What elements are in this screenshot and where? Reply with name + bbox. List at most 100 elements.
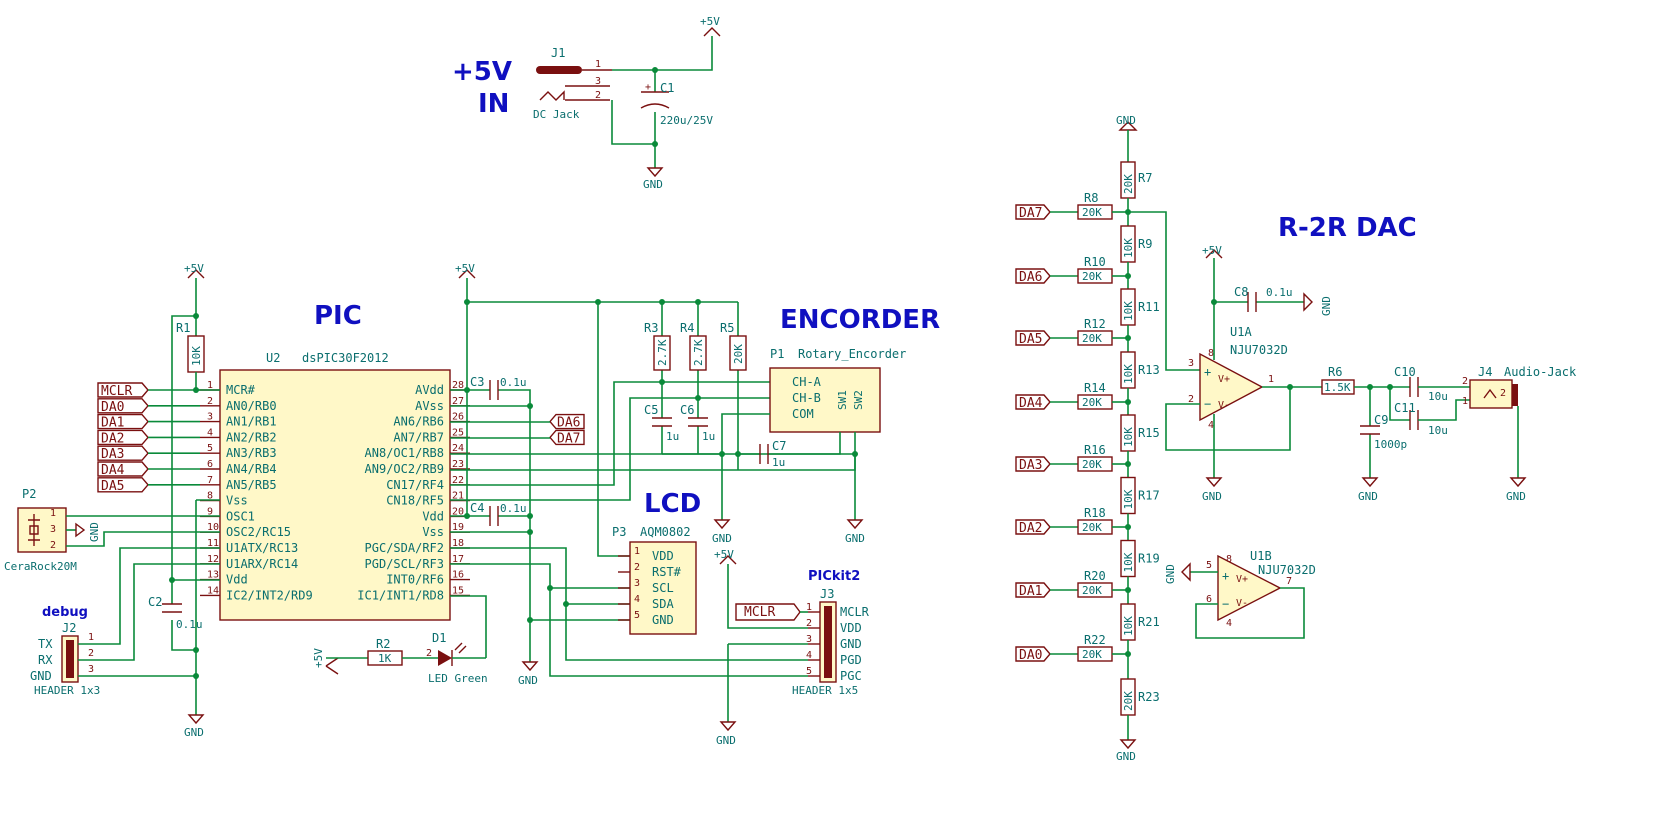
ladder-ref: R15 <box>1138 426 1160 440</box>
u2-pin-name: AN7/RB7 <box>393 430 444 444</box>
debug-title: debug <box>42 605 88 620</box>
gnd-label-dac-top: GND <box>1116 114 1136 127</box>
ladder-ref: R7 <box>1138 171 1152 185</box>
power-in-title-2: IN <box>478 89 509 119</box>
ladder-value: 10K <box>1122 616 1135 636</box>
vcc-label-r2: +5V <box>312 648 325 668</box>
j1-ref: J1 <box>551 46 565 60</box>
dac-title: R-2R DAC <box>1278 213 1417 243</box>
svg-text:1: 1 <box>1268 374 1274 385</box>
gnd-label-p2: GND <box>88 522 101 542</box>
c5-ref: C5 <box>644 403 658 417</box>
lcd-pin-name: GND <box>652 613 674 627</box>
c8-value: 0.1u <box>1266 286 1293 299</box>
dac-input-text: DA6 <box>1019 270 1042 285</box>
net-label-da7 <box>549 429 585 446</box>
net-label-da3 <box>97 445 149 461</box>
series-ref: R18 <box>1084 506 1106 520</box>
j1-name: DC Jack <box>533 108 580 121</box>
gnd-label-j4: GND <box>1506 490 1526 503</box>
svg-text:V+: V+ <box>1218 374 1230 385</box>
c10-value: 10u <box>1428 390 1448 403</box>
u2-pin-name: AN2/RB2 <box>226 430 277 444</box>
svg-text:8: 8 <box>1208 348 1214 359</box>
ladder-value: 10K <box>1122 364 1135 384</box>
r1-value: 10K <box>190 346 203 366</box>
u2-pin-num: 16 <box>452 570 464 581</box>
ladder-value: 10K <box>1122 301 1135 321</box>
lcd-pin-name: SCL <box>652 581 674 595</box>
dac-input-text: DA0 <box>1019 648 1042 663</box>
u2-pin-num: 10 <box>207 522 219 533</box>
u2-pin-name: PGD/SCL/RF3 <box>365 557 444 571</box>
vcc-arrow-icon <box>325 657 339 675</box>
vcc-arrow-icon <box>703 27 721 37</box>
svg-text:3: 3 <box>50 524 56 535</box>
j2-pin-gnd: GND <box>30 669 52 683</box>
gnd-icon <box>75 522 86 538</box>
u2-name: dsPIC30F2012 <box>302 351 389 365</box>
c3-ref: C3 <box>470 375 484 389</box>
c6-ref: C6 <box>680 403 694 417</box>
audio-jack-icon <box>1469 379 1513 409</box>
net-label-text: DA0 <box>101 400 124 415</box>
gnd-label: GND <box>643 178 663 191</box>
ladder-value: 10K <box>1122 238 1135 258</box>
dac-input-text: DA7 <box>1019 206 1042 221</box>
svg-text:2: 2 <box>426 648 432 659</box>
u2-pin-num: 9 <box>207 506 213 517</box>
ladder-value: 10K <box>1122 489 1135 509</box>
series-ref: R20 <box>1084 569 1106 583</box>
enc-sw2: SW2 <box>852 390 865 410</box>
r4-resistor <box>689 335 707 371</box>
dac-input-label <box>1015 519 1051 535</box>
lcd-pin-name: VDD <box>652 549 674 563</box>
u2-pin-name: AN1/RB1 <box>226 415 277 429</box>
svg-text:2: 2 <box>50 540 56 551</box>
gnd-icon <box>1361 477 1379 488</box>
u2-pin-name: Vss <box>422 525 444 539</box>
p2-value: CeraRock20M <box>4 560 77 573</box>
net-label-da6 <box>549 413 585 430</box>
u2-pin-num: 14 <box>207 585 219 596</box>
j2-pin-rx: RX <box>38 653 53 667</box>
c4-ref: C4 <box>470 501 484 515</box>
gnd-icon <box>713 519 731 530</box>
svg-text:V+: V+ <box>1236 574 1248 585</box>
dac-ladder: R720KDA7R820KR910KDA6R1020KR1110KDA5R122… <box>1015 130 1160 740</box>
c2-ref: C2 <box>148 595 162 609</box>
gnd-icon <box>1303 292 1313 312</box>
u2-pin-name: U1ARX/RC14 <box>226 557 298 571</box>
pickit-pin-num: 1 <box>806 602 812 613</box>
svg-text:8: 8 <box>1226 554 1232 565</box>
dc-jack-barrel-icon <box>536 66 582 74</box>
r6-ref: R6 <box>1328 365 1342 379</box>
dac-input-label <box>1015 582 1051 598</box>
svg-text:7: 7 <box>1286 576 1292 587</box>
gnd-label-u2-right: GND <box>518 674 538 687</box>
net-label-text: DA1 <box>101 416 124 431</box>
c1-curved-plate <box>640 103 670 109</box>
u2-pin-num: 25 <box>452 427 464 438</box>
u2-pin-num: 5 <box>207 443 213 454</box>
svg-text:+: + <box>645 82 651 93</box>
d1-ref: D1 <box>432 631 446 645</box>
enc-pin-cha: CH-A <box>792 375 822 389</box>
net-label-text: DA7 <box>557 431 580 446</box>
vcc-arrow-icon <box>458 269 476 279</box>
j2-value: HEADER 1x3 <box>34 684 100 697</box>
svg-text:3: 3 <box>1188 358 1194 369</box>
r2-ref: R2 <box>376 637 390 651</box>
series-ref: R12 <box>1084 317 1106 331</box>
r5-ref: R5 <box>720 321 734 335</box>
gnd-label-dac-bottom: GND <box>1116 750 1136 763</box>
u2-pin-name: U1ATX/RC13 <box>226 541 298 555</box>
series-value: 20K <box>1082 396 1102 409</box>
u2-pin-name: INT0/RF6 <box>386 573 444 587</box>
u2-pin-name: AN4/RB4 <box>226 462 277 476</box>
u2-pin-num: 18 <box>452 538 464 549</box>
svg-text:−: − <box>1222 597 1229 611</box>
u2-pin-name: AVdd <box>415 383 444 397</box>
